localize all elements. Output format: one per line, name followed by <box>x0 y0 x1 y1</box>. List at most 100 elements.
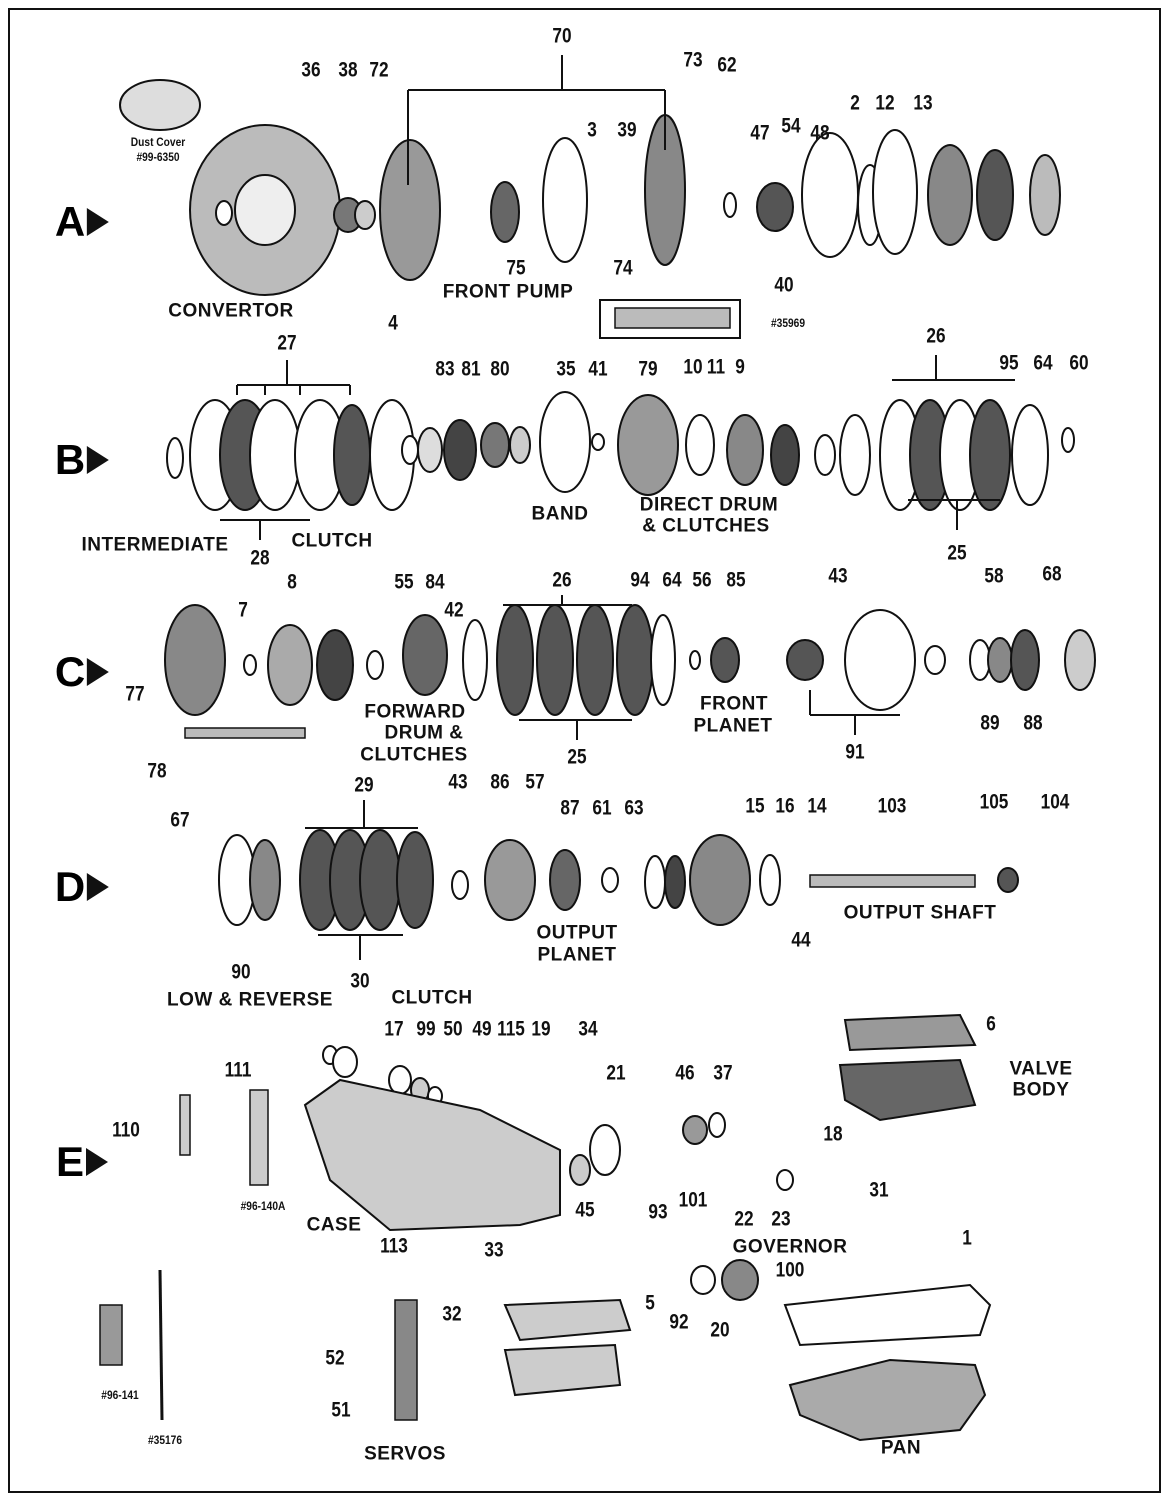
clutch-plate-part <box>496 604 534 716</box>
drum-part <box>927 144 973 246</box>
callout-number: 4 <box>388 311 398 335</box>
caption-servos: SERVOS <box>364 1443 446 1465</box>
clutch-plate-part <box>536 604 574 716</box>
callout-number: 68 <box>1042 562 1062 586</box>
callout-number: 64 <box>662 568 682 592</box>
callout-number: 55 <box>394 570 414 594</box>
pump-gear-part <box>490 181 520 243</box>
clutch-plate-part <box>396 831 434 929</box>
washer-part <box>723 192 737 218</box>
callout-number: 26 <box>926 324 946 348</box>
dust-cover-part <box>119 79 201 131</box>
caption-case: CASE <box>306 1214 362 1236</box>
bearing-part <box>480 422 510 468</box>
dipstick-tube-part <box>249 1089 269 1186</box>
callout-number: 28 <box>250 546 270 570</box>
callout-number: 39 <box>617 118 637 142</box>
row-marker: B <box>54 436 110 484</box>
arrow-right-icon <box>87 446 110 474</box>
arrow-right-icon <box>86 1148 109 1176</box>
callout-number: 25 <box>947 541 967 565</box>
ring-part <box>839 414 871 496</box>
callout-number: 115 <box>497 1017 525 1041</box>
snap-ring-part <box>1061 427 1075 453</box>
callout-number: 32 <box>442 1302 462 1326</box>
caption-pan: PAN <box>880 1437 922 1459</box>
caption-convertor: CONVERTOR <box>168 300 294 322</box>
callout-number: 5 <box>645 1291 655 1315</box>
direct-drum-part <box>617 394 679 496</box>
output-planet-part <box>549 849 581 911</box>
caption-forward-3: CLUTCHES <box>360 744 468 766</box>
row-marker-letter: B <box>54 436 86 483</box>
seal-part <box>215 200 233 226</box>
callout-number: 72 <box>369 58 389 82</box>
callout-number: 8 <box>287 570 297 594</box>
output-shaft-part <box>809 874 976 888</box>
ring-part <box>650 614 676 706</box>
part-number-rod-pn: #35176 <box>147 1433 183 1447</box>
callout-number: 56 <box>692 568 712 592</box>
callout-number: 33 <box>484 1238 504 1262</box>
callout-number: 58 <box>984 564 1004 588</box>
callout-number: 46 <box>675 1061 695 1085</box>
bearing-part <box>987 637 1013 683</box>
arrow-right-icon <box>87 208 110 236</box>
callout-number: 13 <box>913 91 933 115</box>
callout-number: 52 <box>325 1346 345 1370</box>
ring-part <box>664 855 686 909</box>
seal-part <box>354 200 376 230</box>
callout-number: 88 <box>1023 711 1043 735</box>
callout-number: 67 <box>170 808 190 832</box>
clutch-plate-part <box>969 399 1011 511</box>
callout-number: 47 <box>750 121 770 145</box>
callout-number: 31 <box>869 1178 889 1202</box>
caption-output-planet-1: OUTPUT <box>536 922 618 944</box>
callout-number: 100 <box>775 1258 805 1282</box>
ring-part <box>776 1169 794 1191</box>
sprag-part <box>976 149 1014 241</box>
seal-part <box>243 654 257 676</box>
washer-part <box>451 870 469 900</box>
caption-valve-body-2: BODY <box>1012 1079 1070 1101</box>
bushing-part <box>997 867 1019 893</box>
bearing-part <box>509 426 531 464</box>
seal-part <box>166 437 184 479</box>
callout-number: 44 <box>791 928 811 952</box>
callout-number: 61 <box>592 796 612 820</box>
callout-number: 12 <box>875 91 895 115</box>
ring-gear-part <box>484 839 536 921</box>
callout-number: 19 <box>531 1017 551 1041</box>
caption-forward-2: DRUM & <box>384 722 464 744</box>
callout-number: 74 <box>613 256 633 280</box>
arrow-right-icon <box>87 873 110 901</box>
input-shaft-part <box>614 307 731 329</box>
callout-number: 49 <box>472 1017 492 1041</box>
callout-number: 36 <box>301 58 321 82</box>
callout-number: 38 <box>338 58 358 82</box>
band-part <box>539 391 591 493</box>
part-number-filter-pn: #96-141 <box>101 1388 139 1402</box>
spacer-plate-part <box>503 1298 632 1342</box>
caption-governor: GOVERNOR <box>732 1236 848 1258</box>
callout-number: 103 <box>877 794 907 818</box>
callout-number: 101 <box>678 1188 708 1212</box>
callout-number: 113 <box>380 1234 408 1258</box>
clutch-plate-part <box>1011 404 1049 506</box>
callout-number: 57 <box>525 770 545 794</box>
rod-part <box>158 1269 164 1421</box>
part-number-dust-cover: Dust Cover <box>130 135 186 149</box>
caption-clutch-b: CLUTCH <box>291 530 373 552</box>
clutch-plate-part <box>249 399 301 511</box>
caption-output-shaft: OUTPUT SHAFT <box>843 902 997 924</box>
piston-part <box>726 414 764 486</box>
callout-number: 92 <box>669 1310 689 1334</box>
callout-number: 21 <box>606 1061 626 1085</box>
callout-number: 10 <box>683 355 703 379</box>
callout-number: 11 <box>706 355 726 379</box>
caption-output-planet-2: PLANET <box>537 944 617 966</box>
callout-number: 51 <box>331 1398 351 1422</box>
callout-number: 94 <box>630 568 650 592</box>
seal-part <box>591 433 605 451</box>
